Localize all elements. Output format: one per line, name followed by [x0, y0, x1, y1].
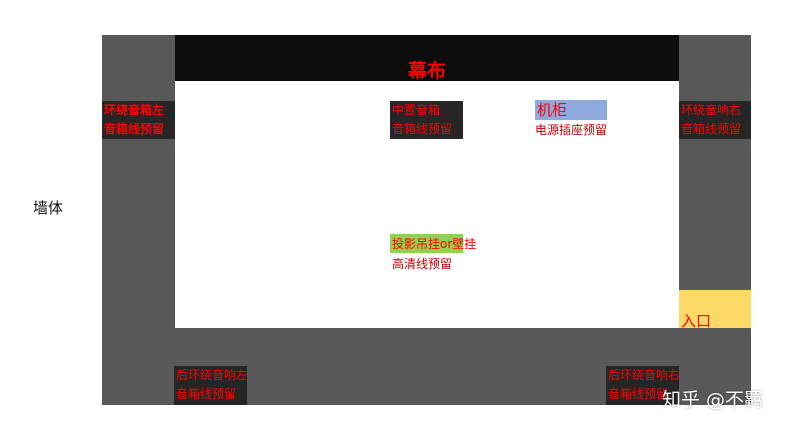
rear-right-label: 后环绕音响右: [608, 368, 681, 382]
screen-label: 幕布: [407, 60, 446, 82]
entrance-box: [679, 290, 751, 328]
center-speaker-box: 中置音箱 音箱线预留: [390, 101, 463, 139]
cabinet-box: 机柜: [535, 100, 607, 120]
rear-left-label: 后环绕音响左: [176, 368, 249, 382]
surround-left-label: 环绕音箱左: [104, 103, 165, 117]
projector-hdmi-label: 高清线预留: [392, 257, 453, 271]
projector-box: [390, 234, 463, 253]
surround-right-label: 环绕音响右: [681, 103, 742, 117]
rear-left-speaker-box: 后环绕音响左 音箱线预留: [174, 366, 249, 405]
projection-screen: [175, 35, 679, 81]
surround-right-speaker-box: 环绕音响右 音箱线预留: [679, 101, 751, 139]
cabinet-power-label: 电源插座预留: [535, 123, 608, 137]
center-speaker-wire-label: 音箱线预留: [392, 122, 453, 136]
surround-left-speaker-box: 环绕音箱左 音箱线预留: [102, 101, 175, 139]
surround-right-wire-label: 音箱线预留: [681, 122, 742, 136]
rear-right-wire-label: 音箱线预留: [608, 387, 669, 401]
rear-right-speaker-box: 后环绕音响右 音箱线预留: [606, 366, 681, 405]
surround-left-wire-label: 音箱线预留: [104, 122, 165, 136]
entrance-label: 入口: [681, 312, 712, 330]
projector-label: 投影吊挂or壁挂: [392, 237, 477, 251]
watermark: 知乎 @不羁: [662, 389, 764, 411]
rear-left-wire-label: 音箱线预留: [176, 387, 237, 401]
center-speaker-label: 中置音箱: [392, 103, 441, 117]
wall-label: 墙体: [33, 199, 64, 217]
